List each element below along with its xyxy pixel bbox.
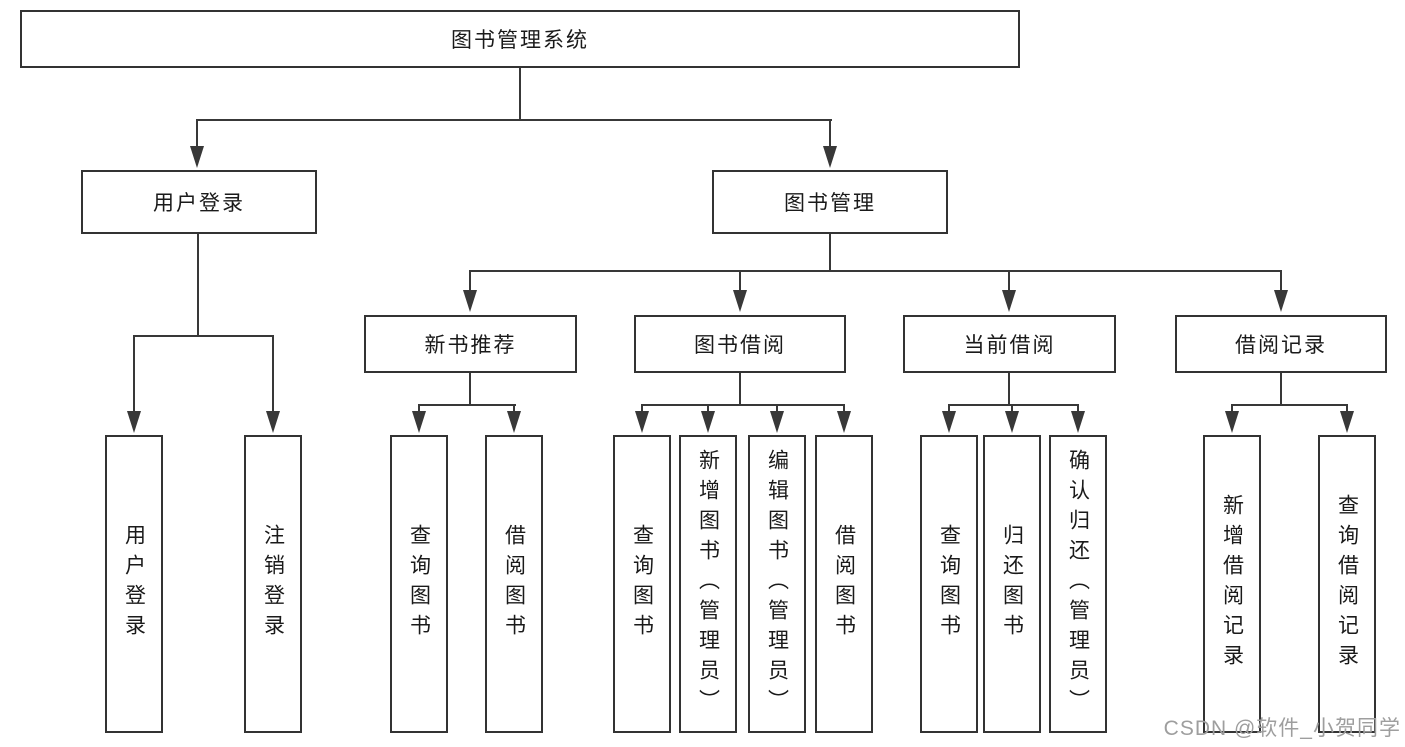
leaf-label: 借阅图书: [502, 524, 526, 644]
connector-vline: [1280, 373, 1282, 406]
node-book-borrowing: 图书借阅: [634, 315, 846, 373]
connector-vline: [843, 404, 845, 413]
leaf-borrow-books-recommend: 借阅图书: [485, 435, 543, 733]
arrow-down-icon: [823, 146, 837, 168]
connector-vline: [641, 404, 643, 413]
leaf-label: 编辑图书（管理员）: [765, 449, 789, 719]
arrow-down-icon: [412, 411, 426, 433]
connector-vline: [1346, 404, 1348, 413]
arrow-down-icon: [701, 411, 715, 433]
node-user-login: 用户登录: [81, 170, 317, 234]
arrow-down-icon: [190, 146, 204, 168]
connector-hline: [1231, 404, 1348, 406]
connector-vline: [418, 404, 420, 413]
connector-vline: [707, 404, 709, 413]
connector-vline: [1008, 270, 1010, 292]
connector-hline: [469, 270, 1282, 272]
leaf-label: 用户登录: [122, 524, 146, 644]
connector-vline: [272, 335, 274, 412]
leaf-label: 查询图书: [407, 524, 431, 644]
node-book-management: 图书管理: [712, 170, 948, 234]
arrow-down-icon: [127, 411, 141, 433]
arrow-down-icon: [733, 290, 747, 312]
connector-vline: [196, 119, 198, 148]
connector-vline: [1008, 373, 1010, 406]
connector-vline: [776, 404, 778, 413]
leaf-label: 归还图书: [1000, 524, 1024, 644]
node-label: 图书借阅: [694, 334, 786, 357]
node-new-book-recommendation: 新书推荐: [364, 315, 577, 373]
connector-vline: [469, 373, 471, 406]
connector-hline: [133, 335, 274, 337]
connector-vline: [829, 234, 831, 272]
leaf-query-books-recommend: 查询图书: [390, 435, 448, 733]
connector-vline: [1231, 404, 1233, 413]
leaf-query-books-current: 查询图书: [920, 435, 978, 733]
csdn-watermark: CSDN @软件_小贺同学: [1163, 717, 1401, 740]
arrow-down-icon: [837, 411, 851, 433]
arrow-down-icon: [1274, 290, 1288, 312]
arrow-down-icon: [266, 411, 280, 433]
node-label: 新书推荐: [424, 334, 517, 357]
arrow-down-icon: [507, 411, 521, 433]
connector-vline: [519, 68, 521, 120]
leaf-borrow-books: 借阅图书: [815, 435, 873, 733]
leaf-return-books: 归还图书: [983, 435, 1041, 733]
connector-hline: [641, 404, 845, 406]
leaf-add-books-admin: 新增图书（管理员）: [679, 435, 737, 733]
connector-hline: [948, 404, 1079, 406]
node-library-management-system: 图书管理系统: [20, 10, 1020, 68]
connector-vline: [1011, 404, 1013, 413]
connector-vline: [1280, 270, 1282, 292]
leaf-label: 确认归还（管理员）: [1066, 449, 1090, 719]
connector-hline: [196, 119, 832, 121]
leaf-label: 查询借阅记录: [1335, 494, 1359, 674]
leaf-label: 查询图书: [937, 524, 961, 644]
connector-hline: [418, 404, 516, 406]
leaf-user-login: 用户登录: [105, 435, 163, 733]
leaf-add-borrow-record: 新增借阅记录: [1203, 435, 1261, 733]
connector-vline: [739, 270, 741, 292]
node-current-borrowing: 当前借阅: [903, 315, 1116, 373]
connector-vline: [948, 404, 950, 413]
arrow-down-icon: [942, 411, 956, 433]
connector-vline: [469, 270, 471, 292]
arrow-down-icon: [1005, 411, 1019, 433]
connector-vline: [133, 335, 135, 412]
arrow-down-icon: [463, 290, 477, 312]
connector-vline: [1077, 404, 1079, 413]
connector-vline: [197, 234, 199, 336]
arrow-down-icon: [635, 411, 649, 433]
node-label: 借阅记录: [1235, 334, 1327, 357]
leaf-edit-books-admin: 编辑图书（管理员）: [748, 435, 806, 733]
leaf-label: 注销登录: [261, 524, 285, 644]
leaf-label: 借阅图书: [832, 524, 856, 644]
arrow-down-icon: [1002, 290, 1016, 312]
connector-vline: [739, 373, 741, 406]
leaf-confirm-return-admin: 确认归还（管理员）: [1049, 435, 1107, 733]
connector-vline: [513, 404, 515, 413]
leaf-query-books-borrowing: 查询图书: [613, 435, 671, 733]
connector-vline: [829, 119, 831, 148]
arrow-down-icon: [1071, 411, 1085, 433]
leaf-label: 新增借阅记录: [1220, 494, 1244, 674]
leaf-query-borrow-record: 查询借阅记录: [1318, 435, 1376, 733]
arrow-down-icon: [1340, 411, 1354, 433]
node-label: 图书管理系统: [451, 29, 589, 52]
leaf-logout: 注销登录: [244, 435, 302, 733]
node-label: 用户登录: [153, 192, 245, 215]
node-borrowing-records: 借阅记录: [1175, 315, 1387, 373]
node-label: 当前借阅: [963, 334, 1056, 357]
node-label: 图书管理: [784, 192, 876, 215]
arrow-down-icon: [770, 411, 784, 433]
leaf-label: 查询图书: [630, 524, 654, 644]
leaf-label: 新增图书（管理员）: [696, 449, 720, 719]
arrow-down-icon: [1225, 411, 1239, 433]
